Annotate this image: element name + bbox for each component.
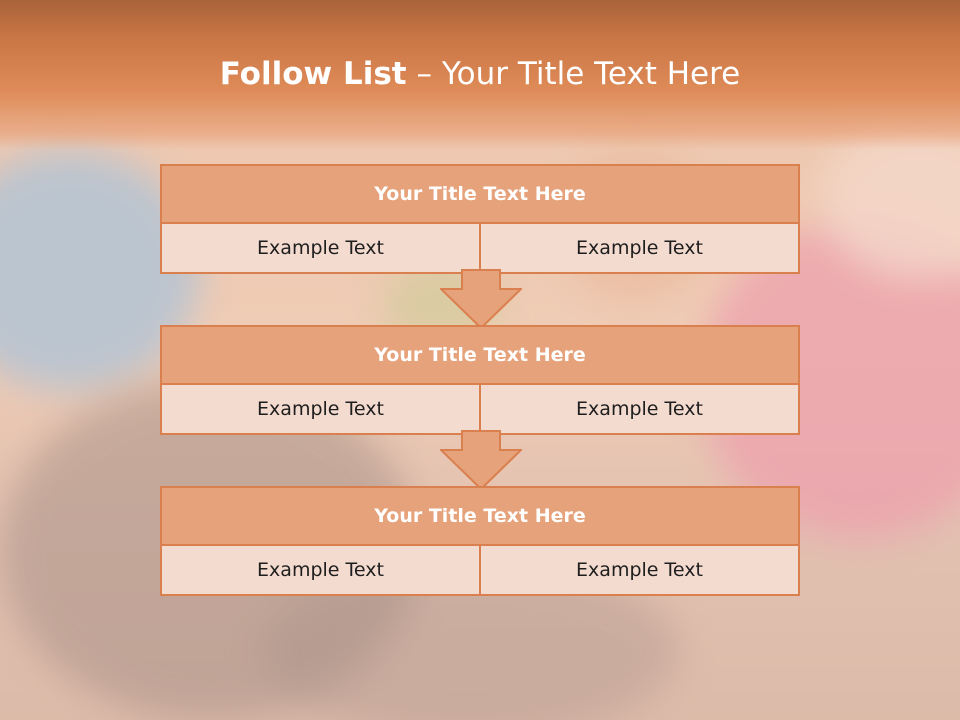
block-row: Example Text Example Text xyxy=(162,385,798,433)
title-bar: Follow List – Your Title Text Here xyxy=(0,0,960,150)
block-row: Example Text Example Text xyxy=(162,546,798,594)
block-row: Example Text Example Text xyxy=(162,224,798,272)
list-block-3: Your Title Text Here Example Text Exampl… xyxy=(160,486,800,596)
down-arrow-icon xyxy=(440,269,522,329)
block-cell-left[interactable]: Example Text xyxy=(257,559,384,581)
block-cell-left[interactable]: Example Text xyxy=(257,237,384,259)
block-cell-right[interactable]: Example Text xyxy=(479,385,798,433)
block-cell-left[interactable]: Example Text xyxy=(257,398,384,420)
down-arrow-icon xyxy=(440,430,522,490)
block-title[interactable]: Your Title Text Here xyxy=(162,327,798,385)
slide-title-bold: Follow List xyxy=(219,56,407,92)
block-cell-right[interactable]: Example Text xyxy=(479,546,798,594)
slide-title: Follow List – Your Title Text Here xyxy=(0,56,960,92)
block-title[interactable]: Your Title Text Here xyxy=(162,166,798,224)
block-cell-right[interactable]: Example Text xyxy=(479,224,798,272)
list-block-2: Your Title Text Here Example Text Exampl… xyxy=(160,325,800,435)
slide-title-rest: – Your Title Text Here xyxy=(406,56,741,92)
list-block-1: Your Title Text Here Example Text Exampl… xyxy=(160,164,800,274)
block-title[interactable]: Your Title Text Here xyxy=(162,488,798,546)
